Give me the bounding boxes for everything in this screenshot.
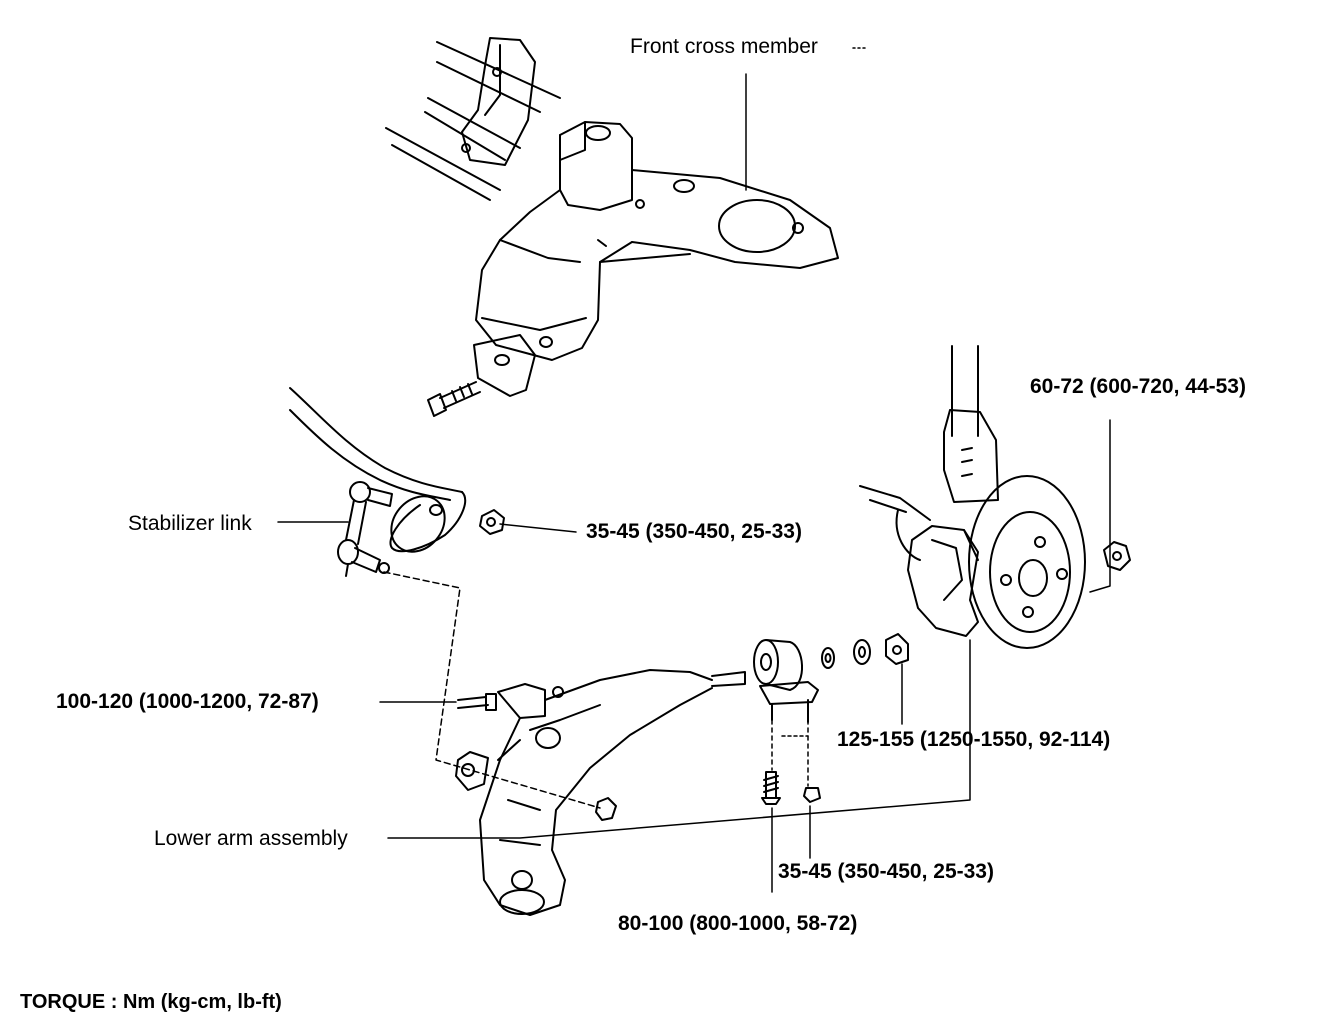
torque-bracket-bolt: 80-100 (800-1000, 58-72): [618, 912, 858, 935]
stabilizer-link-part: [337, 481, 393, 577]
torque-bracket-nut: 35-45 (350-450, 25-33): [778, 860, 994, 883]
stabilizer-bar-part: [289, 387, 467, 553]
knuckle-and-disc-part: [859, 345, 1086, 649]
label-lower-arm-assembly: Lower arm assembly: [154, 827, 348, 850]
washers-and-nut: [821, 633, 909, 669]
leader-lines: [277, 47, 1111, 893]
lower-arm-nut: [595, 797, 617, 821]
front-cross-member-part: [385, 37, 839, 397]
label-front-cross-member: Front cross member: [630, 35, 818, 58]
cross-member-bolt: [427, 381, 481, 417]
knuckle-nut: [1103, 541, 1131, 571]
link-nut: [479, 509, 505, 535]
torque-units-footer: TORQUE : Nm (kg-cm, lb-ft): [20, 991, 282, 1013]
torque-arm-front-bolt: 100-120 (1000-1200, 72-87): [56, 690, 319, 713]
torque-link-nut: 35-45 (350-450, 25-33): [586, 520, 802, 543]
torque-bushing-nut: 125-155 (1250-1550, 92-114): [837, 728, 1111, 751]
lower-arm-part: [455, 669, 746, 916]
bracket-bolt-and-nut: [761, 771, 821, 805]
torque-knuckle-nut: 60-72 (600-720, 44-53): [1030, 375, 1246, 398]
label-stabilizer-link: Stabilizer link: [128, 512, 252, 535]
rear-bushing-bracket-part: [753, 639, 819, 723]
